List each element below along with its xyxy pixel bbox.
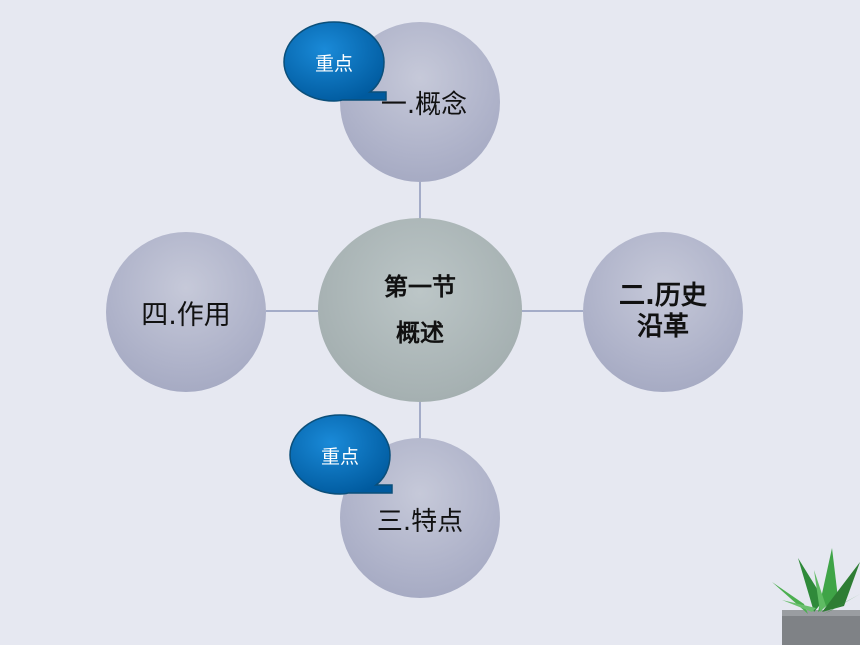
callout-key-point-top: 重点 [282,20,392,116]
node-features-label: 三.特点 [376,506,464,537]
callout-key-point-bottom-label: 重点 [320,445,359,468]
callout-key-point-bottom: 重点 [288,413,398,509]
center-title-line2: 概述 [396,319,444,347]
node-history-label-line2: 沿革 [636,312,689,342]
center-node: 第一节 概述 [318,218,522,402]
node-role: 四.作用 [106,232,266,392]
callout-bubble-shape [289,414,393,495]
succulent-plant-icon [772,548,860,645]
node-concept-label: 一.概念 [380,89,468,120]
callout-key-point-top-label: 重点 [314,52,353,75]
callout-bubble-shape [283,21,387,102]
center-title-line1: 第一节 [384,273,456,301]
node-role-label: 四.作用 [141,299,231,331]
node-history: 二.历史 沿革 [583,232,743,392]
node-history-label-line1: 二.历史 [619,281,707,311]
